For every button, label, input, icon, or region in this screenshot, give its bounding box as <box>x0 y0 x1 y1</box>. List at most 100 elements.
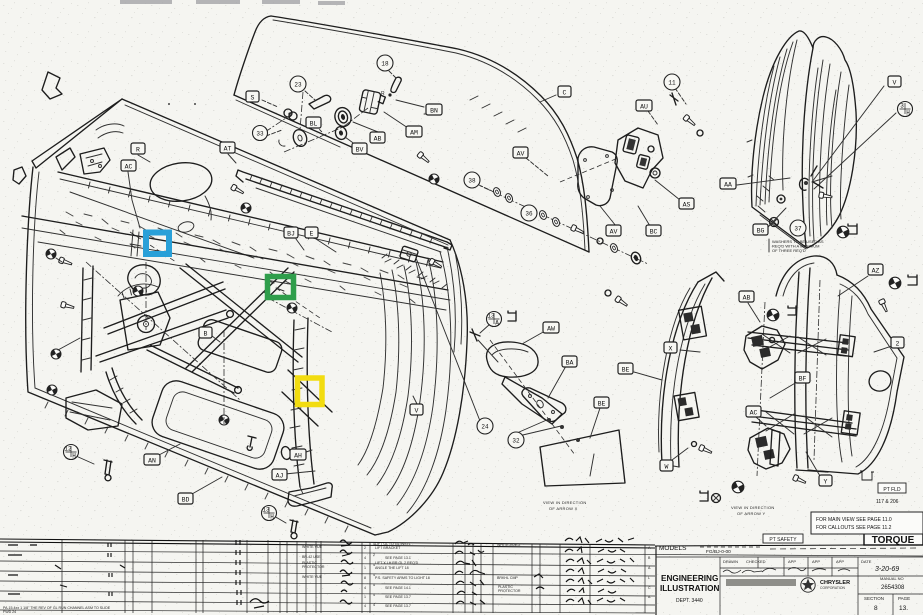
svg-text:APP: APP <box>836 559 844 564</box>
svg-text:ENGINEERING: ENGINEERING <box>661 574 718 583</box>
svg-text:A: A <box>495 320 499 327</box>
svg-text:4: 4 <box>364 556 366 560</box>
svg-text:3: 3 <box>900 103 904 110</box>
svg-text:WASHERS TO BE USED AS: WASHERS TO BE USED AS <box>772 239 824 244</box>
svg-text:18: 18 <box>381 61 389 68</box>
svg-text:PLASTIC: PLASTIC <box>498 585 513 589</box>
svg-text:BA: BA <box>566 360 574 367</box>
svg-text:MODELS: MODELS <box>659 545 687 552</box>
svg-text:2654308: 2654308 <box>881 585 905 591</box>
svg-text:FOR MAIN VIEW SEE PAGE 11.0: FOR MAIN VIEW SEE PAGE 11.0 <box>816 517 892 523</box>
svg-text:SEE PAGE 13.7: SEE PAGE 13.7 <box>385 604 411 608</box>
svg-text:X: X <box>669 346 673 353</box>
svg-text:37: 37 <box>794 226 802 233</box>
svg-text:AN: AN <box>148 458 156 465</box>
svg-text:PROTECTOR: PROTECTOR <box>302 565 325 569</box>
svg-text:4: 4 <box>373 593 375 597</box>
svg-text:2: 2 <box>896 341 900 348</box>
svg-text:BRKHL CMP: BRKHL CMP <box>497 576 518 580</box>
svg-text:BG: BG <box>757 228 765 235</box>
svg-text:SEE PAGE 13.1: SEE PAGE 13.1 <box>385 556 411 560</box>
svg-text:L: L <box>648 576 650 580</box>
svg-text:E: E <box>310 231 314 238</box>
svg-text:C: C <box>648 586 651 590</box>
svg-text:AT: AT <box>224 146 232 153</box>
svg-text:BN: BN <box>430 108 438 115</box>
svg-text:AB: AB <box>374 136 382 143</box>
svg-text:ILLUSTRATION: ILLUSTRATION <box>660 584 720 593</box>
svg-text:AU: AU <box>640 104 648 111</box>
svg-text:DATE: DATE <box>861 559 872 564</box>
svg-text:38: 38 <box>468 178 476 185</box>
svg-text:AW: AW <box>547 326 555 333</box>
svg-text:PAGE: PAGE <box>898 596 910 601</box>
svg-text:24: 24 <box>481 424 489 431</box>
svg-text:TORQUE: TORQUE <box>872 535 915 546</box>
svg-text:WHITE VUE: WHITE VUE <box>302 575 323 579</box>
svg-text:33: 33 <box>256 131 264 138</box>
svg-text:H: H <box>906 110 910 117</box>
svg-text:117 & 206: 117 & 206 <box>876 499 899 505</box>
svg-text:VIEW IN DIRECTION: VIEW IN DIRECTION <box>543 500 587 505</box>
svg-text:4: 4 <box>373 603 375 607</box>
svg-text:CHECKED: CHECKED <box>746 559 766 564</box>
svg-text:AH: AH <box>294 453 302 460</box>
svg-text:AM: AM <box>410 130 418 137</box>
svg-text:S: S <box>251 95 255 102</box>
svg-text:PT SAFETY: PT SAFETY <box>769 537 797 543</box>
svg-text:23: 23 <box>294 82 302 89</box>
svg-text:11: 11 <box>668 80 676 87</box>
svg-text:13: 13 <box>262 507 270 514</box>
svg-text:P.S. SAFETY ARMS TO LIGHT 18: P.S. SAFETY ARMS TO LIGHT 18 <box>375 576 430 580</box>
svg-text:BE: BE <box>622 367 630 374</box>
svg-text:APP: APP <box>788 559 796 564</box>
svg-text:PROTECTOR: PROTECTOR <box>498 589 521 593</box>
svg-text:FG/BJ-0-00: FG/BJ-0-00 <box>706 549 731 555</box>
svg-text:A: A <box>648 595 651 599</box>
svg-text:AV: AV <box>610 229 618 236</box>
svg-text:FWD 24: FWD 24 <box>3 610 16 614</box>
svg-text:OF ARROW X: OF ARROW X <box>549 506 578 511</box>
svg-text:AZ: AZ <box>872 268 880 275</box>
svg-text:WHITE-VUE-2: WHITE-VUE-2 <box>497 543 520 547</box>
svg-text:4: 4 <box>373 573 375 577</box>
svg-text:BJ: BJ <box>287 231 295 238</box>
svg-text:SECTION: SECTION <box>864 596 884 601</box>
svg-text:AC: AC <box>750 410 758 417</box>
svg-text:B: B <box>204 331 208 338</box>
svg-text:MANUAL NO: MANUAL NO <box>880 576 904 581</box>
svg-text:SEE PAGE 13.7: SEE PAGE 13.7 <box>385 595 411 599</box>
svg-text:PT FLD: PT FLD <box>883 487 901 493</box>
svg-text:CHRYSLER: CHRYSLER <box>820 580 850 586</box>
svg-text:2: 2 <box>373 553 375 557</box>
svg-text:BR-42 USE: BR-42 USE <box>302 555 321 559</box>
svg-text:A: A <box>648 566 651 570</box>
svg-text:12: 12 <box>64 446 72 453</box>
svg-text:AJ: AJ <box>276 473 284 480</box>
svg-text:4: 4 <box>373 542 375 546</box>
svg-text:4: 4 <box>373 563 375 567</box>
svg-text:AC: AC <box>125 164 133 171</box>
svg-text:4: 4 <box>373 583 375 587</box>
svg-text:H: H <box>72 453 76 460</box>
svg-text:DEPT. 3440: DEPT. 3440 <box>676 598 703 604</box>
svg-text:13: 13 <box>487 313 495 320</box>
svg-text:LIFT BRACKET: LIFT BRACKET <box>375 546 401 550</box>
svg-text:4: 4 <box>364 586 366 590</box>
svg-text:FOR CALLOUTS SEE PAGE 11.2: FOR CALLOUTS SEE PAGE 11.2 <box>816 525 892 531</box>
svg-text:13.: 13. <box>899 605 908 612</box>
svg-text:A: A <box>648 546 651 550</box>
svg-text:2: 2 <box>364 546 366 550</box>
svg-text:V: V <box>893 80 897 87</box>
svg-text:APP: APP <box>812 559 820 564</box>
svg-text:8: 8 <box>874 605 878 612</box>
svg-text:OF THREE REQ'D: OF THREE REQ'D <box>772 248 806 253</box>
svg-text:BD: BD <box>182 497 190 504</box>
svg-text:BL: BL <box>310 121 318 128</box>
svg-text:32: 32 <box>512 438 520 445</box>
svg-text:REQ'D WITH A MAXIMUM: REQ'D WITH A MAXIMUM <box>772 244 819 249</box>
svg-text:BE: BE <box>598 401 606 408</box>
svg-text:R: R <box>136 147 140 154</box>
svg-text:PLASTIC: PLASTIC <box>302 561 317 565</box>
svg-text:AA: AA <box>724 182 732 189</box>
